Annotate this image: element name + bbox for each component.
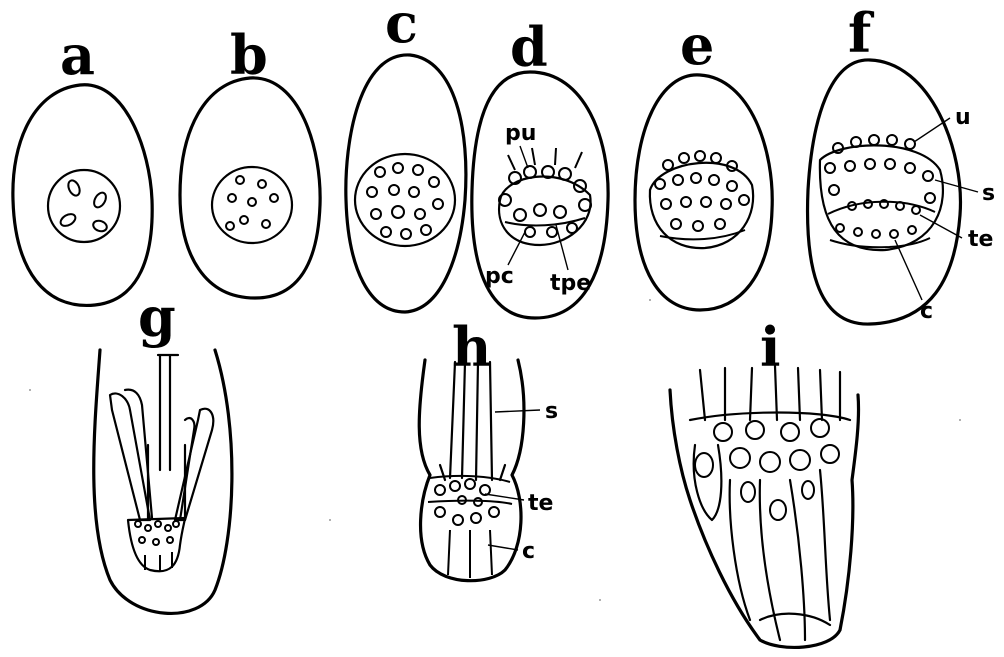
panel-h: h s te c (419, 315, 558, 581)
panel-e: e (635, 13, 772, 310)
panel-f: f u s te c (808, 1, 996, 324)
panel-h-suspensor-cells (440, 362, 505, 480)
panel-a-nucleoli (59, 179, 109, 233)
panel-b-nucleoli (226, 176, 278, 230)
panel-d-label-pu: pu (505, 121, 536, 146)
panel-a: a (13, 23, 152, 305)
panel-h-label-c: c (522, 539, 535, 564)
panel-d-leader-pu (520, 146, 528, 168)
panel-f-leader-u (914, 118, 950, 142)
panel-h-leader-c (488, 545, 518, 550)
panel-i-letter: i (760, 315, 781, 379)
panel-f-leader-s (935, 180, 978, 192)
panel-d: d pu pc tpe (472, 15, 608, 318)
panel-f-embryo-cells (820, 135, 943, 250)
panel-c-cell-outline (346, 55, 466, 312)
panel-e-cell-outline (635, 75, 772, 310)
panel-c-nucleoli (367, 163, 443, 239)
panel-g-suspensor-cells (110, 355, 213, 520)
panel-d-label-pc: pc (485, 264, 514, 289)
panel-a-cell-outline (13, 85, 152, 306)
panel-h-leader-s (495, 410, 540, 412)
panel-d-embryo-cells (499, 148, 591, 245)
panel-f-letter: f (848, 1, 875, 65)
panel-h-letter: h (452, 315, 491, 379)
panel-c: c (346, 0, 466, 312)
panel-d-leader-tpe (556, 225, 568, 270)
panel-f-label-u: u (955, 105, 971, 130)
panel-i: i (670, 315, 859, 647)
panel-e-letter: e (680, 13, 714, 77)
panel-d-letter: d (510, 15, 548, 79)
panel-f-label-s: s (982, 181, 995, 206)
panel-f-leader-te (920, 215, 962, 238)
panel-f-label-te: te (968, 227, 993, 252)
panel-g: g (94, 285, 232, 613)
panel-d-label-tpe: tpe (550, 271, 591, 296)
panel-i-embryo-cells (694, 419, 839, 640)
panel-h-label-te: te (528, 491, 553, 516)
panel-a-nucleus (48, 170, 120, 242)
panel-f-label-c: c (920, 299, 933, 324)
panel-b: b (180, 23, 320, 298)
panel-g-embryo-proper (128, 518, 185, 572)
panel-a-letter: a (60, 23, 95, 87)
panel-h-embryo-cells (428, 476, 512, 578)
panel-e-embryo-cells (650, 151, 753, 248)
panel-f-leader-c (895, 240, 922, 300)
panel-g-letter: g (138, 285, 176, 349)
panel-g-outline (94, 350, 232, 613)
panel-c-letter: c (385, 0, 418, 55)
panel-b-cell-outline (180, 78, 320, 298)
panel-h-outline (419, 360, 524, 581)
panel-h-label-s: s (545, 399, 558, 424)
